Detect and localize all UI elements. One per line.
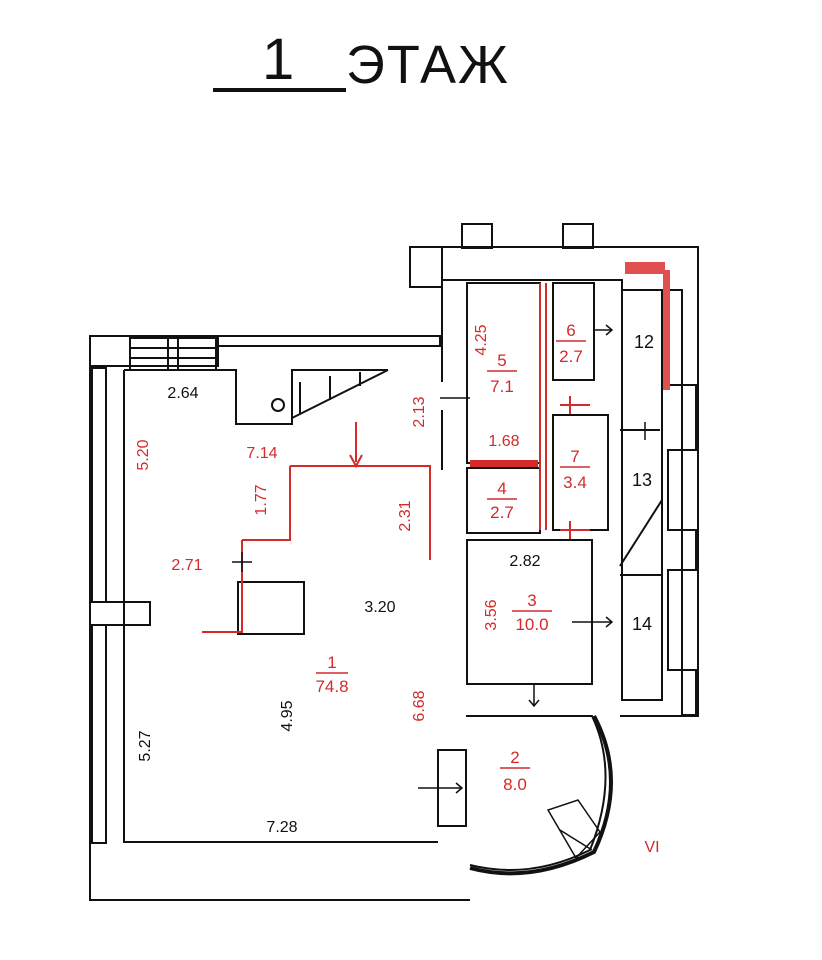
stair-right [619,499,663,567]
room-5-number: 5 [497,351,506,370]
pier-right-1 [681,384,697,451]
dim-282: 2.82 [509,553,540,570]
red-divider-56 [539,283,547,530]
room-3-number: 3 [527,591,536,610]
arrow-room2 [418,782,464,794]
window-right-1 [667,289,683,386]
wall-top-stub [217,335,441,347]
roman-vi: VI [644,839,659,856]
dim-356: 3.56 [483,599,500,630]
tower-2 [562,223,594,249]
partition-room3 [466,539,593,685]
room-4-area: 2.7 [490,503,514,522]
room-1-area: 74.8 [315,677,348,696]
wall-inner-top-left [124,369,388,425]
red-partition-step [242,466,291,541]
entry-steps [129,337,217,371]
room-7-number: 7 [570,447,579,466]
dim-213: 2.13 [411,396,428,427]
door-mark-x [232,552,252,572]
dim-520: 5.20 [135,439,152,470]
wall-top-left [89,335,219,367]
partition-room6 [552,282,595,381]
room-3-area: 10.0 [515,615,548,634]
window-right-2 [667,449,683,531]
arrow-down [528,684,540,708]
dim-495: 4.95 [279,700,296,731]
exit-arrow [559,829,593,851]
hatched-strip [663,270,670,390]
stair-knob [271,398,285,412]
dim-231: 2.31 [397,500,414,531]
wall-inner-left [123,370,438,843]
red-tick-2 [560,521,590,539]
window-left-1 [91,367,107,603]
dim-168: 1.68 [488,433,519,450]
room-13-label: 13 [632,470,652,490]
tower-1 [461,223,493,249]
hatched-block [625,262,665,274]
room-5-area: 7.1 [490,377,514,396]
dim-271: 2.71 [171,557,202,574]
partition-room4 [466,467,541,534]
red-tick-1 [560,396,590,414]
room-14-label: 14 [632,614,652,634]
floor-number-underline [213,88,346,92]
room2-wall [466,715,607,871]
room-1-number: 1 [327,653,336,672]
window-left-2 [91,624,107,844]
room-2-number: 2 [510,748,519,767]
door-mark-13 [628,422,656,440]
pier-right-3 [681,669,697,716]
dim-714: 7.14 [246,445,277,462]
corner-block [409,246,443,288]
floor-number: 1 [262,27,295,92]
room-6-number: 6 [566,321,575,340]
red-bar [470,460,538,467]
stair-steps [299,372,361,414]
dim-668: 6.68 [411,690,428,721]
wall-outer-left [89,336,470,901]
red-partition-top [290,465,431,560]
column-box [237,581,305,635]
dim-425: 4.25 [473,324,490,355]
window-right-3 [667,569,683,671]
dim-728: 7.28 [266,819,297,836]
arrow-room3 [572,616,614,628]
exit-door [546,799,601,860]
arrow-room6 [594,324,614,336]
room2-arc-thick [469,715,613,876]
dim-264: 2.64 [167,385,198,402]
room-2-area: 8.0 [503,775,527,794]
floor-word: ЭТАЖ [346,35,510,95]
floor-title: 1 ЭТАЖ [0,22,822,102]
pier-right-2 [681,529,697,571]
dim-527: 5.27 [137,730,154,761]
red-arrow [349,422,363,469]
room-7-area: 3.4 [563,473,587,492]
entry-step-lines [130,338,216,370]
room-12-label: 12 [634,332,654,352]
red-partition-bottom [202,540,243,633]
room-6-area: 2.7 [559,347,583,366]
wall-right-block [410,246,699,717]
pier-left [106,601,151,626]
dim-320: 3.20 [364,599,395,616]
room-4-number: 4 [497,479,506,498]
stair-diagonal [291,369,389,419]
dim-177: 1.77 [253,484,270,515]
